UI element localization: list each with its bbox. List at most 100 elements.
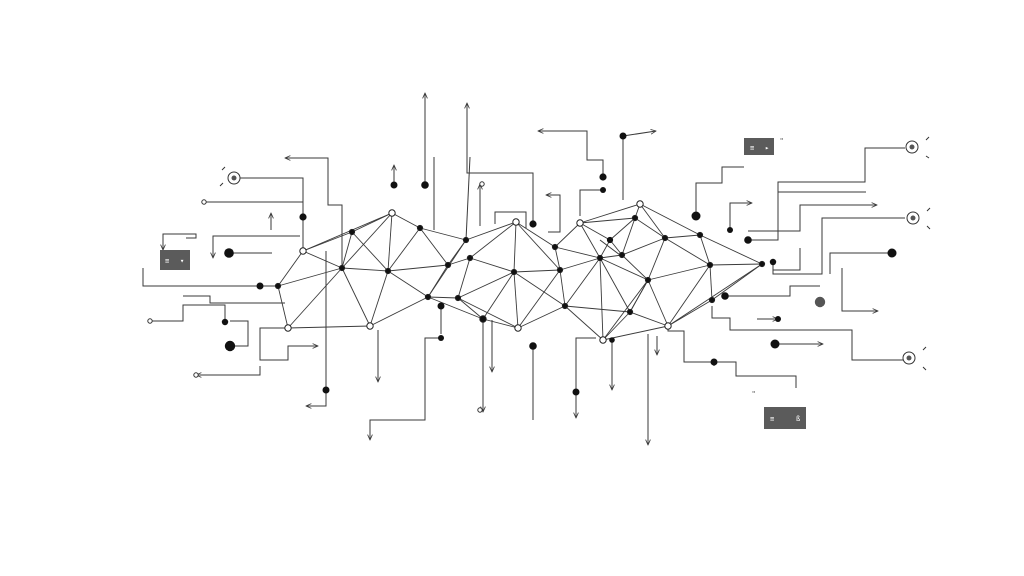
callout-box-top-right: ≡ ▸ " bbox=[744, 137, 783, 155]
mesh-edge bbox=[427, 239, 467, 298]
mesh-node bbox=[299, 247, 307, 255]
mesh-edge bbox=[647, 279, 669, 327]
mesh-edge bbox=[564, 305, 631, 313]
circuit-trace bbox=[579, 189, 603, 216]
mesh-edge bbox=[599, 257, 604, 341]
circuit-trace bbox=[467, 103, 534, 224]
target-icon bbox=[902, 346, 927, 371]
terminal-dot bbox=[529, 220, 537, 228]
mesh-edge bbox=[513, 271, 519, 329]
circuit-trace bbox=[370, 337, 441, 440]
mesh-edge bbox=[609, 217, 636, 241]
mesh-node bbox=[576, 219, 584, 227]
endpoint-circle bbox=[479, 181, 485, 187]
mesh-edge bbox=[647, 237, 666, 281]
mesh-node bbox=[644, 276, 652, 284]
terminal-dot bbox=[607, 237, 613, 243]
circuit-trace bbox=[772, 217, 905, 275]
mesh-edge bbox=[599, 257, 631, 313]
mesh-edge bbox=[517, 269, 561, 329]
mesh-edge bbox=[419, 227, 449, 266]
circuit-trace bbox=[748, 205, 877, 232]
mesh-edge bbox=[639, 203, 666, 239]
mesh-edge bbox=[667, 264, 711, 327]
mesh-edge bbox=[287, 325, 371, 329]
mesh-edge bbox=[667, 263, 763, 327]
mesh-edge bbox=[579, 222, 611, 241]
mesh-edge bbox=[664, 237, 711, 266]
circuit-trace bbox=[213, 235, 300, 258]
circuit-trace bbox=[622, 131, 656, 137]
mesh-edge bbox=[457, 271, 515, 299]
terminal-dot bbox=[299, 213, 307, 221]
circuit-trace bbox=[494, 211, 527, 228]
mesh-edge bbox=[387, 227, 421, 272]
mesh-node bbox=[664, 322, 672, 330]
mesh-edge bbox=[602, 279, 649, 341]
terminal-dot bbox=[224, 340, 236, 352]
mesh-edge bbox=[709, 264, 713, 301]
mesh-edge bbox=[639, 203, 701, 236]
circuit-trace bbox=[240, 177, 304, 251]
mesh-edge bbox=[559, 269, 566, 307]
mesh-node bbox=[416, 224, 424, 232]
mesh-edge bbox=[699, 234, 711, 266]
mesh-edge bbox=[277, 250, 304, 287]
circuit-trace bbox=[150, 304, 226, 322]
mesh-edge bbox=[515, 221, 556, 248]
mesh-edge bbox=[391, 212, 421, 229]
mesh-node bbox=[338, 264, 346, 272]
svg-text:≡: ≡ bbox=[165, 257, 169, 265]
terminal-dot bbox=[770, 339, 780, 349]
mesh-node bbox=[631, 214, 639, 222]
terminal-dot bbox=[691, 211, 701, 221]
mesh-edge bbox=[341, 231, 353, 269]
mesh-node bbox=[706, 261, 714, 269]
mesh-edge bbox=[554, 246, 561, 271]
mesh-node bbox=[636, 200, 644, 208]
endpoint-circle bbox=[201, 199, 207, 205]
mesh-node bbox=[388, 209, 396, 217]
mesh-node bbox=[596, 254, 604, 262]
terminal-dot bbox=[775, 316, 781, 322]
circuit-trace bbox=[841, 268, 878, 311]
mesh-edge bbox=[517, 305, 566, 329]
terminal-dot bbox=[256, 282, 264, 290]
terminal-dot bbox=[390, 181, 398, 189]
mesh-edge bbox=[465, 221, 517, 241]
mesh-edge bbox=[419, 227, 467, 241]
terminal-dot bbox=[437, 302, 445, 310]
terminal-dot bbox=[572, 388, 580, 396]
mesh-edge bbox=[287, 267, 343, 329]
mesh-edge bbox=[621, 254, 649, 281]
mesh-node bbox=[708, 296, 716, 304]
mesh-node bbox=[284, 324, 292, 332]
circuit-trace bbox=[196, 366, 261, 375]
mesh-node bbox=[758, 260, 766, 268]
mesh-edge bbox=[369, 270, 389, 327]
terminal-dot bbox=[887, 248, 897, 258]
network-nodes bbox=[147, 132, 897, 413]
mesh-edge bbox=[647, 264, 711, 281]
mesh-node bbox=[466, 254, 474, 262]
circuit-trace bbox=[695, 166, 744, 216]
terminal-dot bbox=[710, 358, 718, 366]
terminal-dot bbox=[727, 227, 733, 233]
svg-text:": " bbox=[780, 137, 783, 145]
mesh-edge bbox=[341, 267, 389, 272]
mesh-edge bbox=[699, 234, 763, 265]
mesh-edge bbox=[564, 305, 604, 341]
mesh-edge bbox=[457, 297, 519, 329]
mesh-node bbox=[514, 324, 522, 332]
endpoint-circle bbox=[147, 318, 153, 324]
terminal-dot bbox=[322, 386, 330, 394]
circuit-trace bbox=[465, 156, 471, 241]
mesh-edge bbox=[427, 296, 484, 320]
mesh-edge bbox=[302, 250, 343, 269]
endpoint-circle bbox=[193, 372, 199, 378]
endpoint-circle bbox=[477, 407, 483, 413]
mesh-edge bbox=[341, 267, 371, 327]
mesh-edge bbox=[277, 285, 289, 329]
mesh-node bbox=[454, 294, 462, 302]
terminal-dot bbox=[769, 258, 777, 266]
